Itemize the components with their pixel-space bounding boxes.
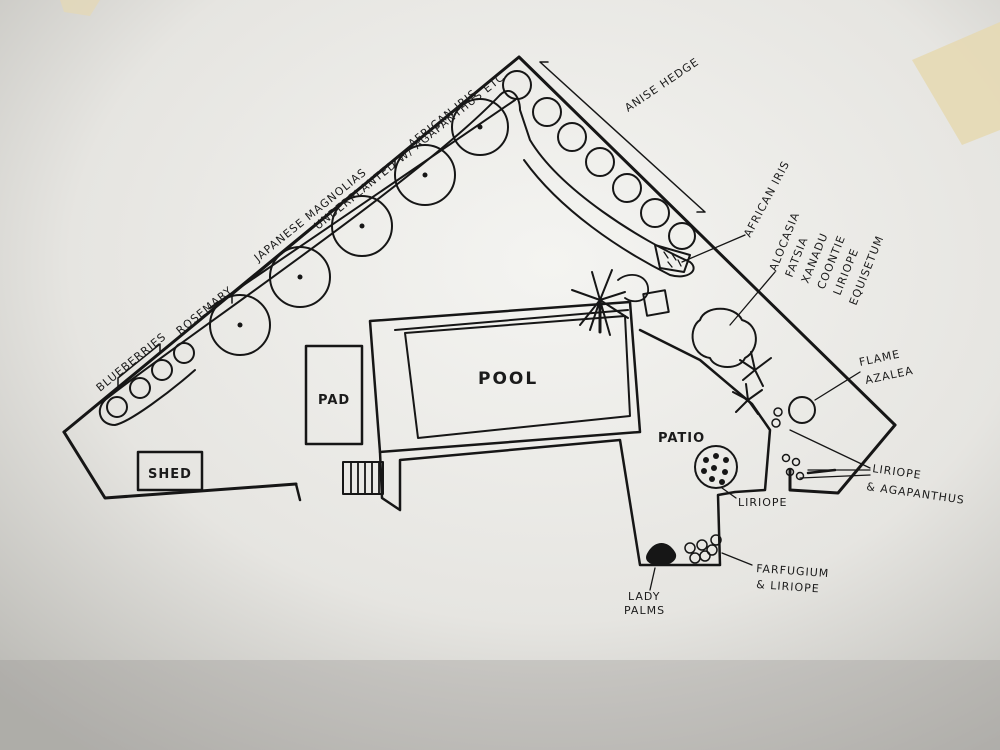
- lady-palms-label-2: PALMS: [624, 604, 665, 617]
- liriope-patio-label: LIRIOPE: [738, 496, 788, 509]
- masking-tape-top: [60, 0, 100, 16]
- shed-label: SHED: [148, 467, 192, 482]
- lady-palm-clump: [646, 543, 677, 566]
- shed-rect: [136, 450, 204, 492]
- shrub-clump: [617, 274, 649, 303]
- farfugium-leader: [721, 552, 753, 566]
- planter-box: [642, 289, 670, 317]
- farfugium-label-2: & LIRIOPE: [756, 578, 820, 595]
- pad-label: PAD: [318, 393, 350, 408]
- liriope-agapanthus-leader: [789, 429, 871, 479]
- blueberry-bed-edge: [98, 369, 196, 426]
- farfugium-label-1: FARFUGIUM: [756, 562, 830, 580]
- steps-treads: [350, 462, 380, 495]
- pool-edge-line: [394, 309, 629, 331]
- alocasia-group: [691, 307, 757, 368]
- liriope-clump-dots: [701, 453, 729, 485]
- blueberry-shrubs: [106, 342, 195, 418]
- anise-bracket: [539, 61, 706, 213]
- magnolia-bracket: [231, 159, 396, 304]
- masking-tape: [912, 22, 1000, 145]
- african-iris-leader: [681, 234, 746, 263]
- african-iris-hatch: [663, 251, 682, 268]
- palm-icon: [571, 269, 629, 336]
- planting-bed-edge: [104, 90, 695, 401]
- property-outline-left: [62, 430, 298, 500]
- small-palm-icons: [732, 351, 772, 415]
- anise-hedge-shrubs: [502, 70, 696, 250]
- liriope-leader: [721, 487, 737, 499]
- african-iris-patch: [654, 244, 691, 273]
- lady-palms-leader: [649, 567, 656, 591]
- paper-shadow: [0, 660, 1000, 750]
- lady-palms-label-1: LADY: [628, 590, 661, 603]
- pool-basin: [404, 315, 631, 439]
- flame-azalea-leader: [814, 371, 861, 401]
- property-outline-right: [788, 423, 897, 495]
- steps-rect: [342, 461, 384, 495]
- liriope-clump: [694, 445, 738, 489]
- farfugium-circles: [684, 534, 722, 564]
- patio-label: PATIO: [658, 431, 705, 446]
- fence-stub: [294, 482, 302, 502]
- magnolia-centerline: [209, 99, 516, 309]
- pool-label: POOL: [478, 369, 538, 389]
- pad-rect: [304, 344, 364, 446]
- blueberry-bracket: [117, 343, 161, 387]
- alocasia-leader: [729, 271, 776, 326]
- magnolia-trees: [209, 98, 509, 356]
- pool-coping: [368, 300, 642, 454]
- flame-azalea-shrub: [788, 396, 816, 424]
